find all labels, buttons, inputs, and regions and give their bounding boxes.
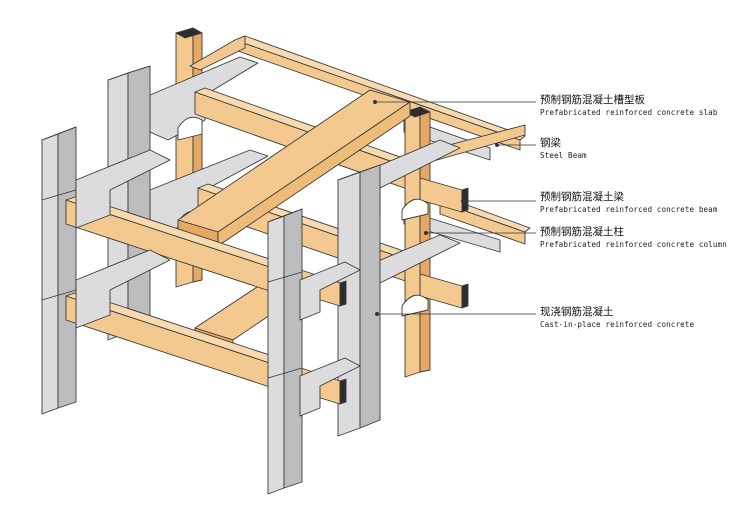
concrete-column-front-right [267, 208, 303, 495]
label-steel-zh: 钢梁 [540, 137, 561, 149]
cast-concrete-frame-front-right [299, 261, 361, 417]
label-cast-zh: 现浇钢筋混凝土 [540, 306, 614, 318]
label-steel-en: Steel Beam [540, 150, 587, 160]
label-slab-zh: 预制钢筋混凝土槽型板 [540, 94, 645, 106]
label-precast-slab: 预制钢筋混凝土槽型板 Prefabricated reinforced conc… [540, 95, 718, 116]
concrete-column-front-left [41, 126, 77, 415]
label-pc-column-zh: 预制钢筋混凝土柱 [540, 226, 624, 238]
label-precast-beam: 预制钢筋混凝土梁 Prefabricated reinforced concre… [540, 192, 718, 213]
label-cast-en: Cast-in-place reinforced concrete [540, 319, 695, 329]
label-pc-column-en: Prefabricated reinforced concrete column [540, 239, 727, 249]
precast-beam-stub-right [419, 177, 469, 309]
label-precast-column: 预制钢筋混凝土柱 Prefabricated reinforced concre… [540, 227, 727, 248]
label-steel-beam: 钢梁 Steel Beam [540, 138, 587, 159]
label-slab-en: Prefabricated reinforced concrete slab [540, 107, 718, 117]
label-pc-beam-zh: 预制钢筋混凝土梁 [540, 191, 624, 203]
cast-concrete-frame-front-left [75, 149, 171, 329]
concrete-column-back [107, 65, 151, 341]
leader-dots [373, 100, 499, 316]
label-cast-in-place: 现浇钢筋混凝土 Cast-in-place reinforced concret… [540, 307, 694, 328]
label-pc-beam-en: Prefabricated reinforced concrete beam [540, 204, 718, 214]
leader-lines [375, 101, 536, 315]
steel-beam-left-top [189, 35, 246, 71]
